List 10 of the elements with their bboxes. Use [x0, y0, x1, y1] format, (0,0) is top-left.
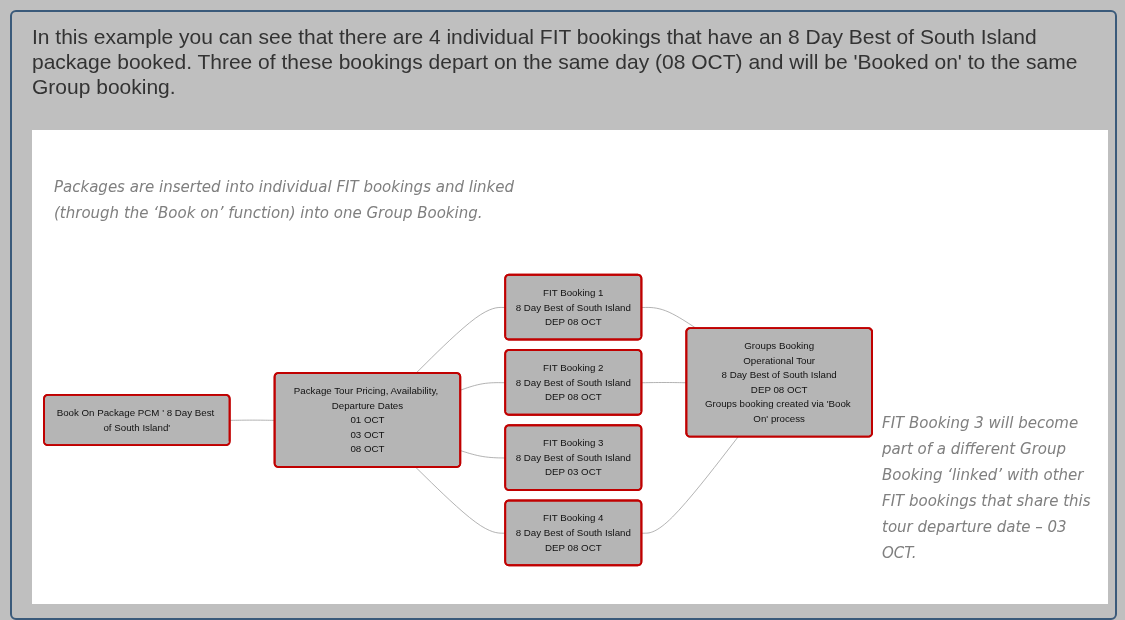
note-text: FIT Booking 3 will become part of a different Group Booking ‘linked’ with other FIT bookings that share this tour departure date – 03 OCT. [882, 413, 1092, 564]
connector [415, 307, 506, 374]
connector [460, 382, 506, 391]
note-text: Packages are inserted into individual FIT bookings and linked (through the ‘Book on’ function) into one Group Booking. [54, 177, 515, 224]
connector [415, 467, 506, 534]
diagram-panel: Packages are inserted into individual FIT bookings and linked (through the ‘Book on’ function) into one Group Booking. Book On Package PCM ' 8 Day Best of South Island' Package Tour Pricing, Availability, Departure Dates 01 OCT 03 OCT 08 OCT FIT Booking 1 8 Day Best of South Island DEP 08 OCT FIT Booking 2 8 Day Best of South Island DEP 08 OCT FIT Booking 3 8 Day Best of South Island DEP 03 OCT FIT Booking 4 8 Day Best of South Island DEP 08 OCT Groups Booking Operational Tour 8 Day Best of South Island DEP 08 OCT Groups booking created via 'Book On' process FIT Booking 3 will become part of a different Group Booking ‘linked’ with other FIT bookings that share this tour departure date – 03 OCT. [32, 130, 1108, 604]
connector [641, 307, 697, 329]
connector [460, 450, 506, 459]
intro-paragraph: In this example you can see that there are 4 individual FIT bookings that have an 8 Day Best of South Island package booked. Three of these bookings depart on the same day (08 OCT) and will be 'Booked on' to the same Group booking. [32, 24, 1079, 99]
connector [641, 436, 739, 534]
